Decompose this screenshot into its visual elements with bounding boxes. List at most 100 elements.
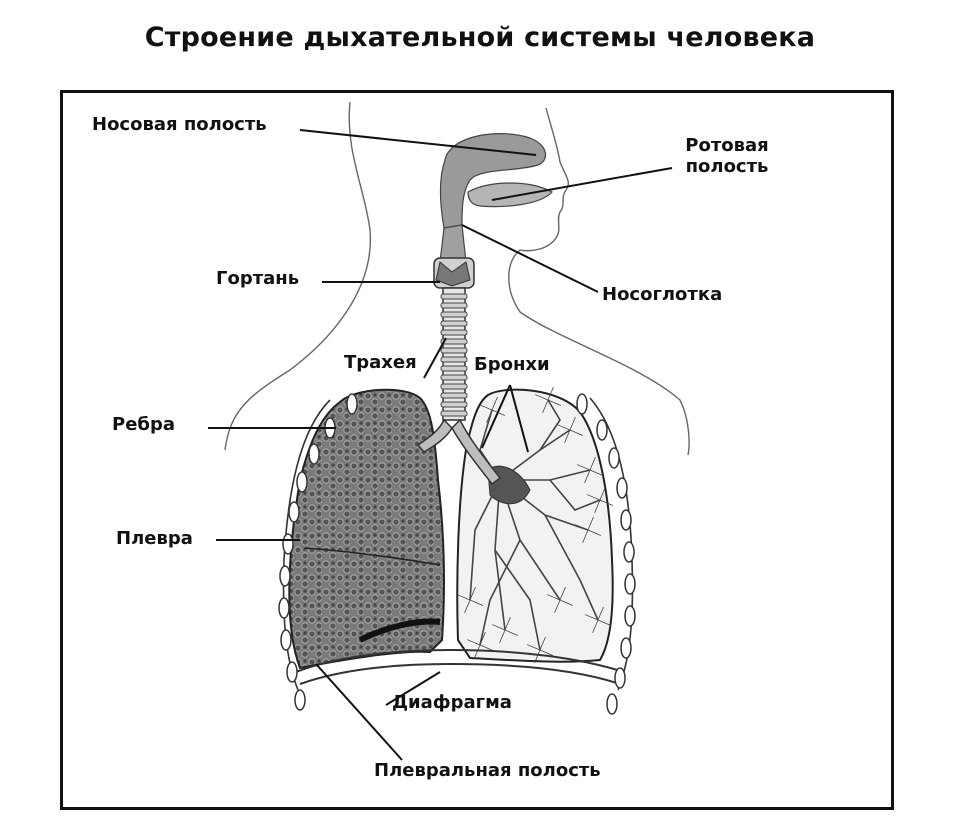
left-lung — [288, 388, 446, 670]
rib — [608, 447, 620, 469]
bronchiole — [539, 636, 546, 651]
bronchiole — [564, 429, 571, 444]
bronchiole — [499, 629, 506, 644]
bronchiole — [587, 529, 602, 536]
bronchiole — [547, 399, 562, 406]
rib — [346, 393, 358, 415]
label-oral-cavity-line1: Ротовая — [685, 135, 769, 156]
bronchus-branch — [494, 549, 541, 651]
bronchiole — [456, 594, 471, 601]
label-oral-cavity: Ротовая полость — [672, 135, 782, 177]
bronchiole — [589, 469, 604, 476]
bronchiole — [599, 486, 606, 501]
right-lung — [456, 386, 614, 664]
rib — [596, 419, 608, 441]
rib — [294, 689, 306, 711]
rib — [280, 629, 292, 651]
rib — [576, 393, 588, 415]
trachea-ring — [440, 311, 468, 318]
rib — [620, 637, 632, 659]
bronchiole — [474, 644, 481, 659]
label-oral-cavity-line2: полость — [685, 156, 769, 177]
trachea-shape — [440, 287, 468, 421]
bronchiole — [592, 619, 599, 634]
upper-airway — [439, 133, 553, 263]
rib — [278, 597, 290, 619]
bronchus-branch — [549, 479, 601, 511]
bronchiole — [469, 586, 476, 601]
rib — [614, 667, 626, 689]
label-nasal-cavity: Носовая полость — [92, 114, 267, 135]
leader-lines — [208, 129, 673, 761]
main-bronchi — [416, 418, 502, 486]
bronchiole — [542, 399, 549, 414]
bronchus-branch — [539, 399, 561, 451]
larynx-shape — [433, 257, 475, 289]
trachea-ring — [440, 347, 468, 354]
body-silhouette — [224, 101, 690, 456]
bronchiole — [479, 631, 486, 646]
bronchiole — [597, 619, 612, 626]
ribs-shape — [278, 393, 636, 715]
diagram-frame — [60, 90, 894, 810]
bronchiole — [534, 649, 541, 664]
bronchiole — [569, 429, 584, 436]
bronchiole — [526, 644, 541, 651]
rib — [296, 471, 308, 493]
rib — [623, 541, 635, 563]
bronchiole — [539, 649, 554, 656]
trachea-ring — [440, 293, 468, 300]
trachea-ring — [440, 410, 468, 417]
bronchiole — [504, 616, 511, 631]
label-diaphragm: Диафрагма — [392, 692, 512, 713]
label-larynx: Гортань — [216, 268, 300, 289]
bronchiole — [547, 386, 554, 401]
rib — [606, 693, 618, 715]
label-pleural-cavity: Плевральная полость — [374, 760, 601, 781]
trachea-ring — [440, 356, 468, 363]
bronchiole — [478, 404, 493, 411]
bronchiole — [466, 639, 481, 646]
rib — [286, 661, 298, 683]
label-ribs: Ребра — [112, 414, 175, 435]
bronchiole — [586, 494, 601, 501]
bronchiole — [584, 469, 591, 484]
bronchiole — [554, 599, 561, 614]
bronchiole — [534, 394, 549, 401]
rib — [308, 443, 320, 465]
label-trachea: Трахея — [344, 352, 417, 373]
bronchiole — [559, 586, 566, 601]
bronchiole — [597, 606, 604, 621]
bronchus-branch — [479, 539, 521, 646]
trachea-ring — [440, 365, 468, 372]
bronchiole — [486, 409, 493, 424]
bronchiole — [546, 594, 561, 601]
bronchiole — [479, 644, 494, 651]
bronchiole — [589, 456, 596, 471]
diaphragm-shape — [295, 648, 625, 685]
trachea-ring — [440, 392, 468, 399]
bronchiole — [556, 424, 571, 431]
bronchiole — [587, 516, 594, 531]
bronchiole — [464, 599, 471, 614]
bronchiole — [576, 464, 591, 471]
label-nasopharynx: Носоглотка — [602, 284, 723, 305]
rib — [620, 509, 632, 531]
rib — [616, 477, 628, 499]
bronchiole — [594, 499, 601, 514]
diagram-title: Строение дыхательной системы человека — [144, 22, 816, 53]
trachea-ring — [440, 338, 468, 345]
trachea-ring — [440, 329, 468, 336]
bronchiole — [491, 624, 506, 631]
rib — [624, 605, 636, 627]
rib — [282, 533, 294, 555]
bronchiole — [599, 499, 614, 506]
label-bronchi: Бронхи — [474, 354, 550, 375]
bronchiole — [574, 524, 589, 531]
bronchiole — [491, 396, 498, 411]
bronchiole — [582, 529, 589, 544]
bronchus-branch — [544, 514, 599, 621]
trachea-ring — [440, 320, 468, 327]
bronchiole — [584, 614, 599, 621]
